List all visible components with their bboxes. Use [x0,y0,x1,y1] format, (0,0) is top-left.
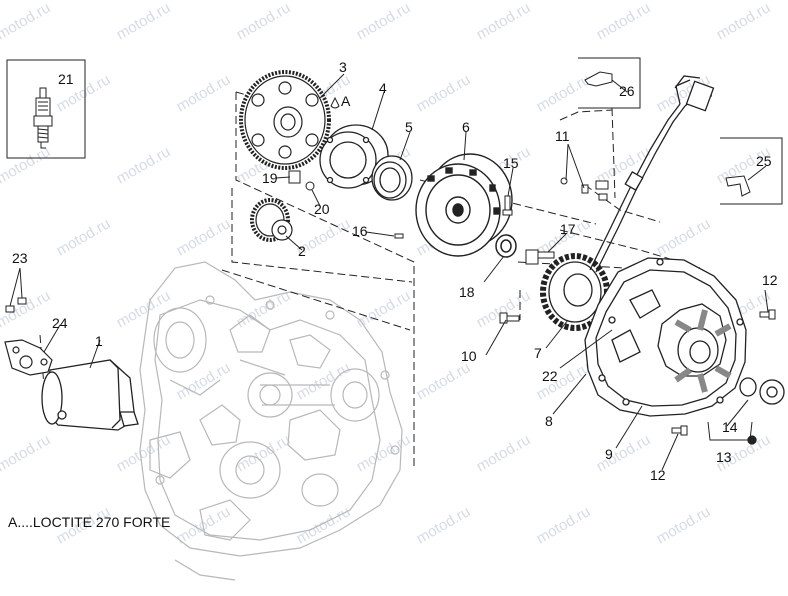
inspection-plug-part-14 [739,377,785,445]
watermark-text: motod.ru [54,215,114,259]
callout-14: 14 [722,419,738,435]
callout-1: 1 [95,333,103,349]
callout-16: 16 [352,223,368,239]
bolt-part-12-lower [671,425,688,436]
watermark-text: motod.ru [414,359,474,403]
watermark-text: motod.ru [294,503,354,547]
callout-21: 21 [58,71,74,87]
watermark-text: motod.ru [414,503,474,547]
watermark-text: motod.ru [714,0,774,43]
watermark-text: motod.ru [234,0,294,43]
watermark-text: motod.ru [594,431,654,475]
one-way-clutch-part-4 [319,124,389,189]
callout-23: 23 [12,250,28,266]
callout-6: 6 [462,119,470,135]
watermark-text: motod.ru [534,503,594,547]
watermark-text: motod.ru [114,143,174,187]
callout-12-lower: 12 [650,467,666,483]
callout-11: 11 [555,128,570,144]
callout-5: 5 [405,119,413,135]
starter-motor-part-1 [41,359,139,431]
callout-13: 13 [716,449,732,465]
bolt-part-15 [502,195,513,216]
watermark-text: motod.ru [114,287,174,331]
callout-9: 9 [605,446,613,462]
bolt-part-12-upper [759,309,776,320]
nut-part-17 [525,249,555,265]
watermark-text: motod.ru [174,215,234,259]
watermark-text: motod.ru [114,0,174,43]
flywheel-rotor-part-6 [415,153,513,257]
engine-crankcase [139,261,403,581]
callout-a: A [341,93,351,109]
callout-22: 22 [542,368,558,384]
idler-gear-part-2 [250,198,293,242]
callout-8: 8 [545,413,553,429]
watermark-text: motod.ru [534,71,594,115]
generator-cover-part-8 [584,257,747,417]
key-part-16 [394,233,404,239]
watermark-text: motod.ru [0,431,53,475]
bolt-part-10 [499,312,520,324]
cable-clip-part-26 [578,57,641,109]
watermark-text: motod.ru [474,0,534,43]
watermark-text: motod.ru [654,503,714,547]
spark-plug-part-21 [6,59,86,159]
watermark-text: motod.ru [0,0,53,43]
starter-bracket-part-24 [4,339,53,376]
callout-10: 10 [461,348,477,364]
washer-part-18 [495,234,517,258]
plate-part-19 [288,170,301,184]
leader-lines [9,73,769,471]
callout-labels: 3 A 4 5 6 15 19 20 16 2 17 18 10 7 22 8 … [12,59,778,483]
callout-25: 25 [756,153,772,169]
watermark-text: motod.ru [174,71,234,115]
watermark-text: motod.ru [594,0,654,43]
callout-4: 4 [379,80,387,96]
watermark-text: motod.ru [354,431,414,475]
loctite-note: A....LOCTITE 270 FORTE [8,514,171,530]
watermark-text: motod.ru [354,0,414,43]
watermark-text: motod.ru [474,431,534,475]
starter-driven-gear-part-3 [239,70,331,170]
clip-part-25 [720,137,783,205]
callout-3: 3 [339,59,347,75]
callout-19: 19 [262,170,278,186]
callout-20: 20 [314,201,330,217]
callout-7: 7 [534,345,542,361]
watermark-text: motod.ru [114,431,174,475]
watermark-text: motod.ru [174,359,234,403]
stator-part-7 [540,253,610,331]
callout-26: 26 [619,83,635,99]
watermark-text: motod.ru [0,143,53,187]
callout-2: 2 [298,243,306,259]
loctite-marker [330,96,340,109]
bearing-part-5 [371,155,413,201]
stator-wiring-harness [589,75,715,273]
callout-17: 17 [560,221,576,237]
screws-part-11 [560,177,609,201]
callout-15: 15 [503,155,519,171]
bolt-part-20 [305,181,315,191]
bracket-part-13 [707,421,753,441]
watermark-text: motod.ru [654,215,714,259]
watermark-text: motod.ru [414,71,474,115]
callout-12-upper: 12 [762,272,778,288]
callout-18: 18 [459,284,475,300]
watermark-text: motod.ru [354,287,414,331]
callout-24: 24 [52,315,68,331]
